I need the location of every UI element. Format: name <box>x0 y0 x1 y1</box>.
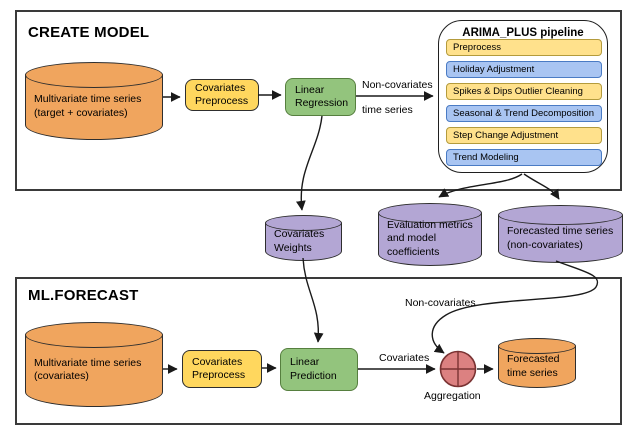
edge-label-line: Non-covariates <box>362 78 433 91</box>
node-covariates-weights: Covariates Weights <box>265 215 342 261</box>
ml-forecast-title: ML.FORECAST <box>28 287 139 304</box>
node-label: Multivariate time series (target + covar… <box>34 62 160 140</box>
node-label: Forecasted time series (non-covariates) <box>507 205 620 263</box>
edge-label-covariates: Covariates <box>379 352 430 364</box>
node-label: Forecasted time series <box>507 338 573 388</box>
node-label-line: Forecasted <box>507 353 560 366</box>
pipeline-step-step-change: Step Change Adjustment <box>446 127 602 144</box>
create-model-title: CREATE MODEL <box>28 24 150 41</box>
cylinder-cap <box>378 203 482 223</box>
node-label: Covariates Weights <box>274 215 339 261</box>
edge-label-non-covariates-time-series: Non-covariates time series <box>362 66 433 116</box>
node-forecasted-time-series: Forecasted time series <box>498 338 576 388</box>
node-label-line: Prediction <box>290 369 337 382</box>
node-label-line: (covariates) <box>34 370 89 383</box>
node-label-line: coefficients <box>387 245 440 258</box>
cylinder-cap <box>265 215 342 231</box>
node-label: Evaluation metrics and model coefficient… <box>387 203 479 266</box>
node-evaluation-metrics: Evaluation metrics and model coefficient… <box>378 203 482 266</box>
node-label-line: Forecasted time series <box>507 225 614 237</box>
node-label-line: (target + covariates) <box>34 106 128 119</box>
node-multivariate-target-covariates: Multivariate time series (target + covar… <box>25 62 163 140</box>
node-label-line: and model <box>387 232 437 245</box>
node-label-line: Preprocess <box>192 369 246 381</box>
pipeline-step-holiday-adjustment: Holiday Adjustment <box>446 61 602 78</box>
node-label-line: Regression <box>295 97 349 109</box>
node-label-line: time series <box>507 366 558 379</box>
pipeline-title: ARIMA_PLUS pipeline <box>462 27 584 39</box>
node-label-line: Covariates <box>274 228 325 241</box>
cylinder-body <box>378 213 482 266</box>
node-label-line: Evaluation metrics <box>387 218 473 231</box>
node-label-line: Weights <box>274 241 312 254</box>
node-label-line: Preprocess <box>195 95 249 107</box>
node-label-line: Covariates <box>195 81 246 94</box>
node-label-line: Linear <box>295 83 325 96</box>
pipeline-step-seasonal-trend: Seasonal & Trend Decomposition <box>446 105 602 122</box>
pipeline-step-trend-modeling: Trend Modeling <box>446 149 602 166</box>
cylinder-cap <box>498 205 623 225</box>
node-label-line: (non-covariates) <box>507 238 583 251</box>
pipeline-step-preprocess: Preprocess <box>446 39 602 56</box>
node-linear-prediction: Linear Prediction <box>280 348 358 391</box>
edge-label-aggregation: Aggregation <box>424 390 481 402</box>
node-covariates-preprocess-bottom: Covariates Preprocess <box>182 350 262 388</box>
edge-label-non-covariates: Non-covariates <box>405 297 476 309</box>
cylinder-cap <box>25 62 163 88</box>
node-forecasted-noncovariates: Forecasted time series (non-covariates) <box>498 205 623 263</box>
node-linear-regression: Linear Regression <box>285 78 356 116</box>
edge-label-line: time series <box>362 103 413 116</box>
node-label-line: Linear <box>290 356 320 368</box>
node-multivariate-covariates: Multivariate time series (covariates) <box>25 322 163 407</box>
node-label: Multivariate time series (covariates) <box>34 322 160 407</box>
node-label-line: Multivariate time series <box>34 356 142 369</box>
pipeline-step-spikes-dips: Spikes & Dips Outlier Cleaning <box>446 83 602 100</box>
cylinder-cap <box>25 322 163 348</box>
node-label-line: Multivariate time series <box>34 93 142 106</box>
node-covariates-preprocess-top: Covariates Preprocess <box>185 79 259 111</box>
arima-plus-pipeline-container: ARIMA_PLUS pipeline Preprocess Holiday A… <box>438 20 608 173</box>
node-label-line: Covariates <box>192 355 243 368</box>
